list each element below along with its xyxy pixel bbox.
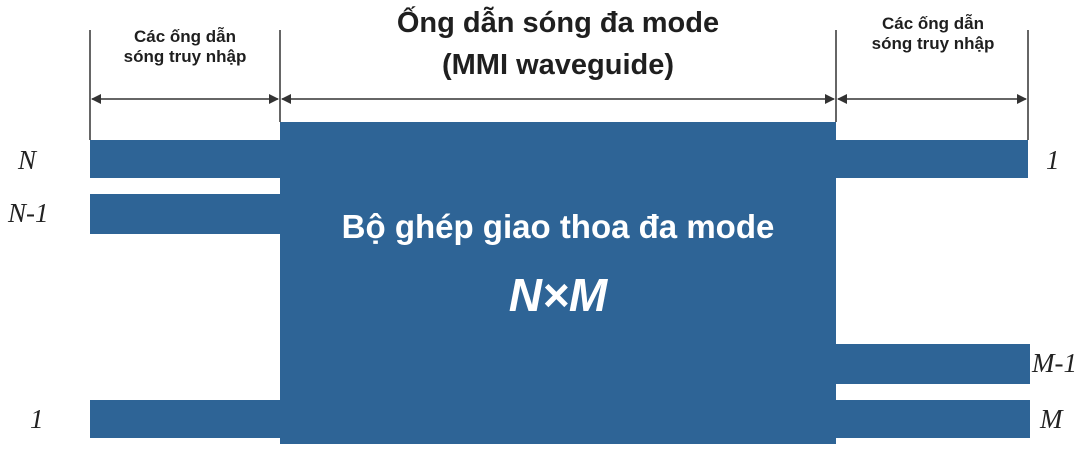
output-waveguide-m-1 bbox=[836, 344, 1030, 384]
input-waveguide-n-1 bbox=[90, 194, 280, 234]
right-access-label-line2: sóng truy nhập bbox=[871, 34, 995, 54]
output-waveguide-m bbox=[836, 400, 1030, 438]
mmi-waveguide-label-line1: Ống dẫn sóng đa mode bbox=[396, 7, 720, 39]
right-access-label-line1: Các ống dẫn bbox=[881, 14, 984, 33]
input-port-label-1: 1 bbox=[30, 404, 44, 434]
left-access-label-line1: Các ống dẫn bbox=[133, 27, 236, 46]
mmi-body bbox=[280, 122, 836, 444]
mmi-waveguide-label: Ống dẫn sóng đa mode (MMI waveguide) bbox=[300, 2, 816, 86]
input-port-label-n-1: N-1 bbox=[8, 198, 49, 228]
left-access-label-line2: sóng truy nhập bbox=[123, 47, 247, 67]
coupler-size: N×M bbox=[508, 269, 608, 321]
output-port-label-m: M bbox=[1040, 404, 1063, 434]
output-port-label-m-1: M-1 bbox=[1032, 348, 1077, 378]
mmi-waveguide-label-line2: (MMI waveguide) bbox=[441, 49, 674, 82]
right-access-label: Các ống dẫn sóng truy nhập bbox=[838, 14, 1028, 55]
left-access-label: Các ống dẫn sóng truy nhập bbox=[90, 27, 280, 68]
output-waveguide-1 bbox=[836, 140, 1028, 178]
input-waveguide-1 bbox=[90, 400, 280, 438]
input-waveguide-n bbox=[90, 140, 280, 178]
coupler-title: Bộ ghép giao thoa đa mode bbox=[341, 208, 775, 245]
input-port-label-n: N bbox=[18, 145, 37, 175]
output-port-label-1: 1 bbox=[1046, 145, 1060, 175]
